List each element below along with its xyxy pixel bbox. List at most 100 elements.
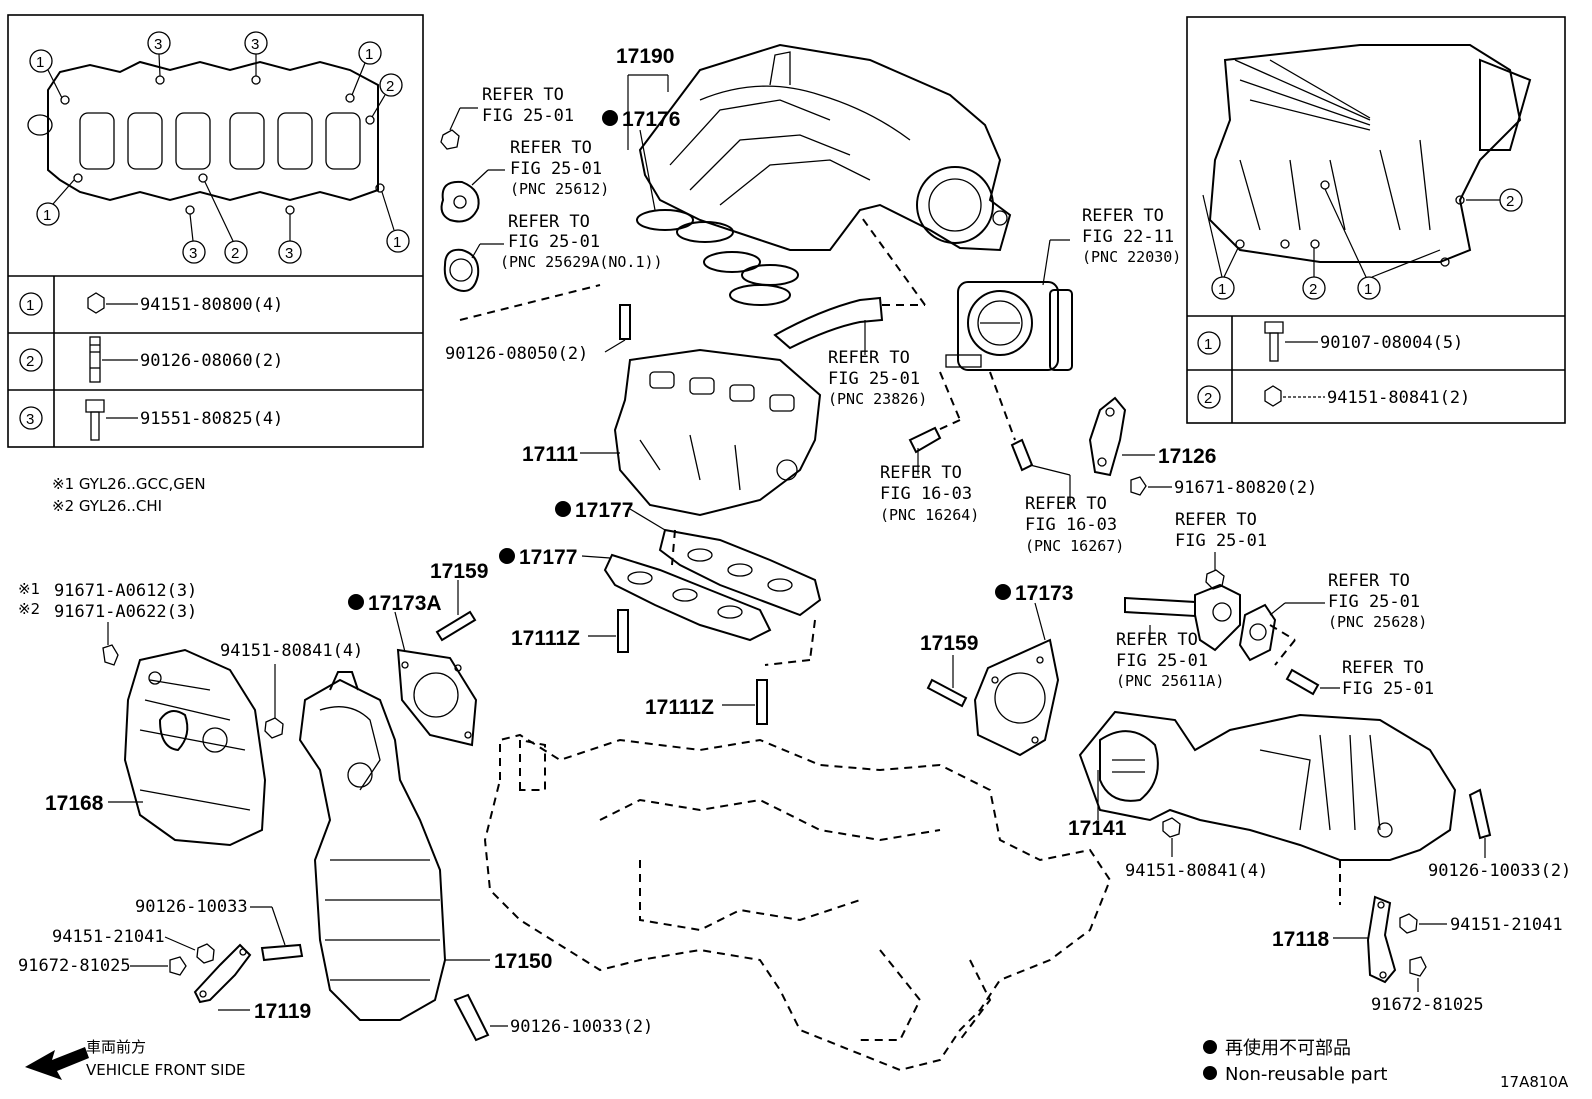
svg-text:REFER TO: REFER TO <box>1025 494 1107 514</box>
ref-callout-9: REFER TO FIG 25-01 (PNC 25628) <box>1269 571 1427 631</box>
non-reusable-dot-17177b <box>499 548 515 564</box>
svg-text:3: 3 <box>251 36 259 53</box>
ref-callout-2: REFER TO FIG 25-01 (PNC 25612) <box>440 138 609 223</box>
egr-pipe-drawing <box>1124 583 1296 666</box>
ref-callout-8: REFER TO FIG 25-01 <box>1175 510 1267 590</box>
left-table-row-3: 3 91551-80825(4) <box>19 399 283 441</box>
exhaust-manifold-inset-drawing <box>1208 44 1532 267</box>
left-table-row-1: 1 94151-80800(4) <box>19 292 283 316</box>
svg-text:1: 1 <box>365 46 373 63</box>
gasket-17173A-drawing <box>396 648 478 747</box>
gasket-17173-drawing <box>973 638 1060 757</box>
svg-text:91671-A0612(3): 91671-A0612(3) <box>54 581 197 601</box>
hose-16264: REFER TO FIG 16-03 (PNC 16264) <box>880 371 979 524</box>
part-label-17173A: 17173A <box>368 592 442 615</box>
left-inset-panel: 1 3 3 1 2 1 3 2 3 1 1 94151-80800(4 <box>7 14 424 448</box>
svg-text:FIG 16-03: FIG 16-03 <box>880 484 972 504</box>
intake-manifold-upper-drawing <box>638 43 1012 252</box>
svg-text:(PNC 25628): (PNC 25628) <box>1328 613 1427 631</box>
ref-callout-1: REFER TO FIG 25-01 <box>440 85 574 150</box>
right-table-row-1: 1 90107-08004(5) <box>1197 321 1463 362</box>
bolt-91671-A06xx: ※1 91671-A0612(3) ※2 91671-A0622(3) <box>18 580 197 666</box>
stud-17159-right: 17159 <box>920 632 978 708</box>
svg-text:91672-81025: 91672-81025 <box>1371 995 1484 1015</box>
svg-text:REFER TO: REFER TO <box>1082 206 1164 226</box>
svg-text:17111Z: 17111Z <box>511 627 580 650</box>
left-table-part-2: 90126-08060(2) <box>140 351 283 371</box>
throttle-body-drawing <box>945 281 1073 371</box>
vehicle-front-arrow: 車両前方 VEHICLE FRONT SIDE <box>25 1038 246 1080</box>
svg-text:3: 3 <box>285 245 293 262</box>
part-label-17118: 17118 <box>1272 928 1330 951</box>
svg-text:1: 1 <box>36 54 44 71</box>
svg-text:REFER TO: REFER TO <box>1328 571 1410 591</box>
left-table-row-2: 2 90126-08060(2) <box>19 336 283 383</box>
part-label-17141: 17141 <box>1068 817 1127 840</box>
svg-text:3: 3 <box>189 245 197 262</box>
vehicle-front-en: VEHICLE FRONT SIDE <box>86 1061 246 1079</box>
stud-17111Z-b: 17111Z <box>645 679 768 725</box>
part-label-17190: 17190 <box>616 45 674 68</box>
vehicle-front-jp: 車両前方 <box>86 1038 146 1056</box>
svg-text:17159: 17159 <box>920 632 978 655</box>
bracket-17118-drawing <box>1366 895 1397 984</box>
stud-17159-left: 17159 <box>430 560 488 642</box>
svg-text:1: 1 <box>26 297 34 314</box>
svg-text:1: 1 <box>393 234 401 251</box>
svg-text:90126-10033(2): 90126-10033(2) <box>1428 861 1571 881</box>
legend: 再使用不可部品 Non-reusable part <box>1203 1038 1387 1085</box>
ref-callout-5: REFER TO FIG 25-01 (PNC 23826) <box>828 348 927 408</box>
svg-text:94151-80841(4): 94151-80841(4) <box>220 641 363 661</box>
ref-callout-10: REFER TO FIG 25-01 (PNC 25611A) <box>1116 625 1224 690</box>
bolt-91672-81025-right: 91672-81025 <box>1371 956 1484 1015</box>
ref-callout-11: REFER TO FIG 25-01 <box>1285 658 1434 699</box>
gasket-17177-lower-drawing <box>603 529 816 666</box>
heat-insulator-17168-drawing <box>123 648 267 847</box>
svg-text:REFER TO: REFER TO <box>508 212 590 232</box>
left-table-part-1: 94151-80800(4) <box>140 295 283 315</box>
svg-text:91672-81025: 91672-81025 <box>18 956 131 976</box>
svg-text:(PNC 25612): (PNC 25612) <box>510 180 609 198</box>
nut-94151-21041-right: 94151-21041 <box>1399 913 1563 935</box>
svg-text:3: 3 <box>26 411 34 428</box>
svg-text:90126-08050(2): 90126-08050(2) <box>445 344 588 364</box>
part-label-17177-b: 17177 <box>519 546 577 569</box>
svg-text:REFER TO: REFER TO <box>828 348 910 368</box>
gasket-17176-drawing <box>636 209 799 306</box>
non-reusable-dot-17177a <box>555 501 571 517</box>
part-label-17176: 17176 <box>622 108 680 131</box>
svg-text:FIG 16-03: FIG 16-03 <box>1025 515 1117 535</box>
svg-text:REFER TO: REFER TO <box>1342 658 1424 678</box>
right-table-row-2: 2 94151-80841(2) <box>1197 385 1470 409</box>
svg-text:FIG 25-01: FIG 25-01 <box>508 232 600 252</box>
svg-text:1: 1 <box>1204 336 1212 353</box>
intake-manifold-lower-drawing <box>613 348 822 517</box>
svg-text:REFER TO: REFER TO <box>1175 510 1257 530</box>
svg-text:(PNC 22030): (PNC 22030) <box>1082 248 1181 266</box>
svg-text:※2: ※2 <box>18 600 40 618</box>
nut-94151-80841-right: 94151-80841(4) <box>1125 817 1268 881</box>
svg-text:(PNC 16267): (PNC 16267) <box>1025 537 1124 555</box>
note-variant-1: ※1 GYL26..GCC,GEN <box>52 475 206 493</box>
svg-text:2: 2 <box>1204 390 1212 407</box>
svg-text:3: 3 <box>154 36 162 53</box>
part-label-17111: 17111 <box>522 443 578 466</box>
svg-text:FIG 25-01: FIG 25-01 <box>1328 592 1420 612</box>
bracket-17119: 17119 <box>193 943 311 1023</box>
svg-text:2: 2 <box>1506 193 1514 210</box>
hose-16267: REFER TO FIG 16-03 (PNC 16267) <box>989 371 1124 555</box>
svg-text:FIG 25-01: FIG 25-01 <box>510 159 602 179</box>
svg-text:FIG 25-01: FIG 25-01 <box>1342 679 1434 699</box>
svg-text:FIG 22-11: FIG 22-11 <box>1082 227 1174 247</box>
part-label-17168: 17168 <box>45 792 104 815</box>
svg-text:1: 1 <box>1364 281 1372 298</box>
nut-94151-21041-left: 94151-21041 <box>52 927 215 964</box>
part-label-17150: 17150 <box>494 950 552 973</box>
svg-text:17159: 17159 <box>430 560 488 583</box>
svg-text:2: 2 <box>1309 281 1317 298</box>
svg-text:FIG 25-01: FIG 25-01 <box>828 369 920 389</box>
legend-en: Non-reusable part <box>1225 1064 1387 1085</box>
svg-text:FIG 25-01: FIG 25-01 <box>1116 651 1208 671</box>
svg-text:2: 2 <box>231 245 239 262</box>
